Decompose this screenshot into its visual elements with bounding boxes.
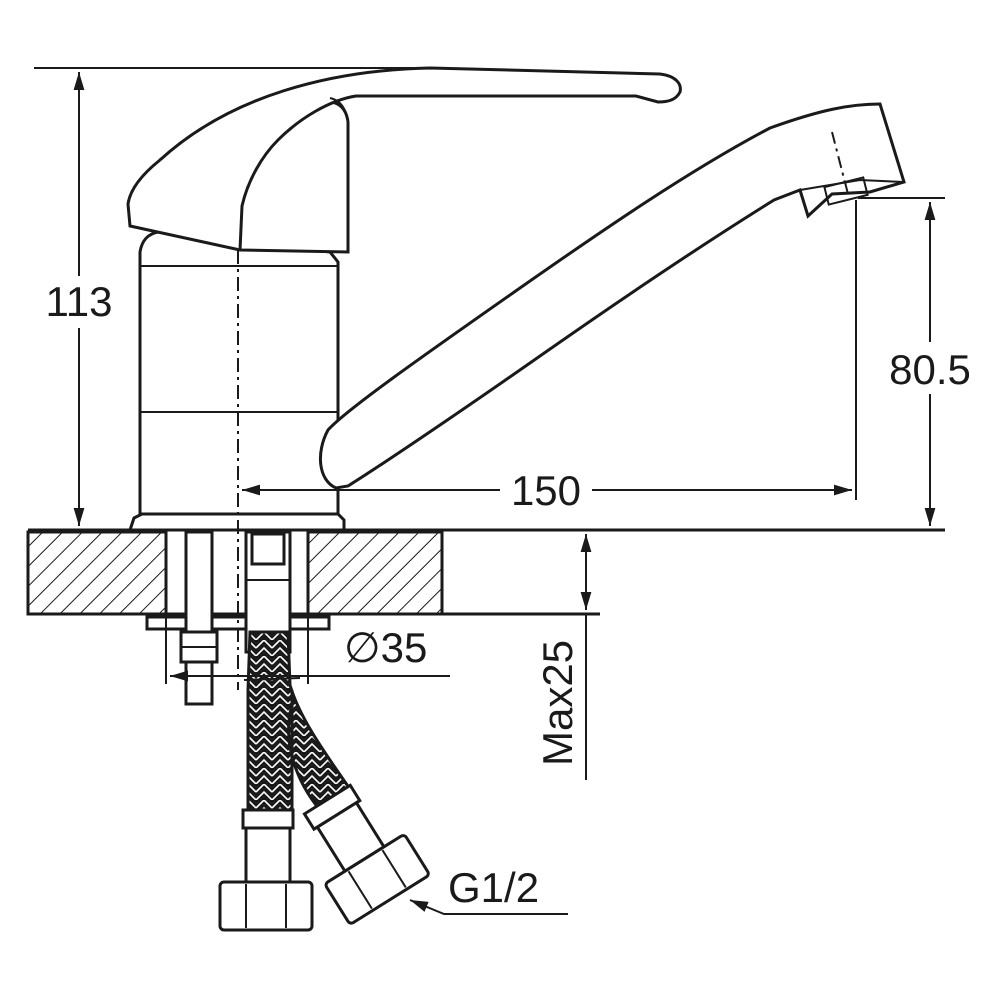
hole-diameter-label: ∅35: [344, 624, 427, 671]
thread-callout: G1/2: [409, 864, 568, 915]
left-hose-fitting: [218, 808, 314, 932]
faucet-handle: [126, 66, 682, 254]
dim-total-height: 113: [34, 67, 430, 526]
thread-label: G1/2: [448, 864, 539, 911]
dim-spout-reach: 150: [242, 200, 857, 514]
dim-max-countertop: Max25: [534, 534, 592, 780]
spout-reach-label: 150: [511, 467, 581, 514]
spout-height-label: 80.5: [889, 346, 971, 393]
dim-spout-height: 80.5: [858, 197, 980, 526]
countertop-section: [26, 528, 945, 631]
total-height-label: 113: [46, 278, 113, 325]
faucet-spout: [318, 102, 906, 490]
flexible-hoses: [243, 630, 355, 814]
dim-hole-diameter: ∅35: [165, 616, 450, 684]
right-hose-fitting: [302, 783, 430, 925]
mounting-stud: [179, 530, 219, 706]
max-countertop-label: Max25: [534, 640, 581, 766]
